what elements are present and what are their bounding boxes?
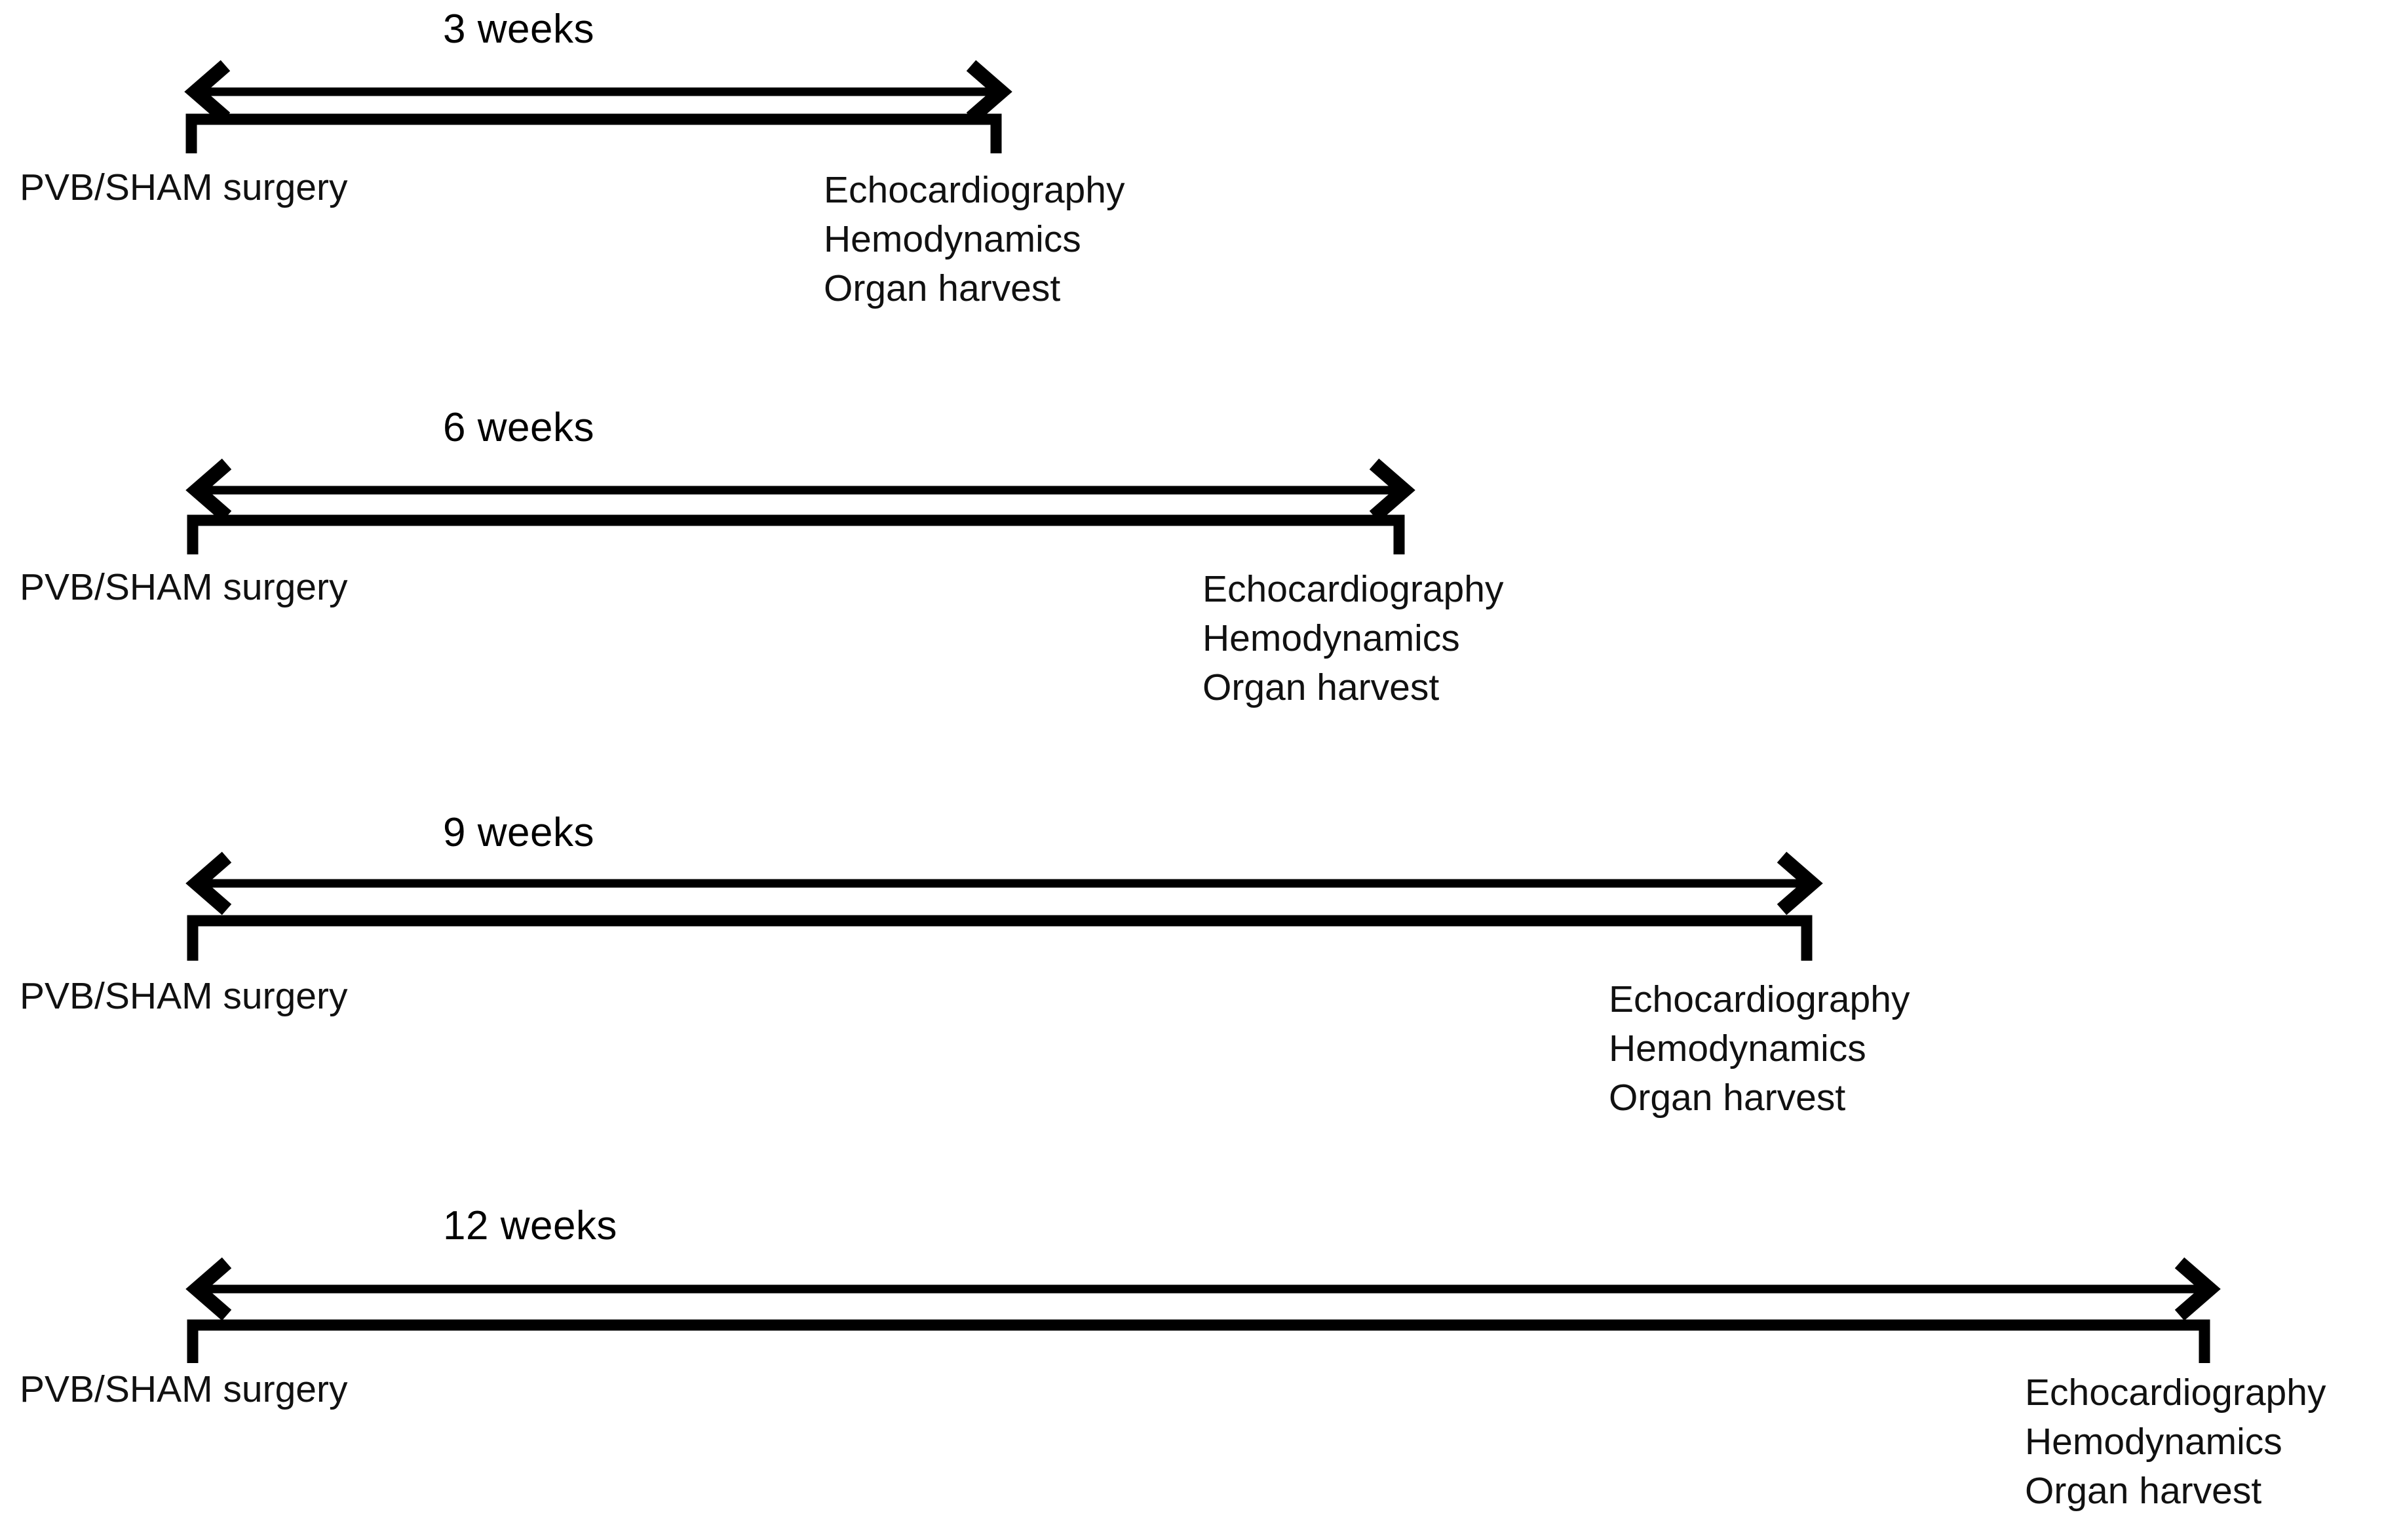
duration-label-4: 12 weeks: [443, 1203, 617, 1248]
endpoint-event-label: Hemodynamics: [824, 218, 1081, 260]
arrow-head-right-icon: [1777, 851, 1823, 915]
duration-label-1: 3 weeks: [443, 7, 594, 52]
start-event-label-2: PVB/SHAM surgery: [20, 566, 348, 608]
arrow-head-right-icon: [966, 60, 1012, 124]
duration-arrow-4: [185, 1257, 2221, 1321]
endpoint-event-label: Organ harvest: [1202, 666, 1440, 708]
endpoint-event-label: Echocardiography: [2025, 1372, 2326, 1414]
interval-bracket-4: [187, 1319, 2210, 1363]
endpoint-event-label: Organ harvest: [1609, 1077, 1846, 1119]
duration-label-3: 9 weeks: [443, 810, 594, 855]
arrow-head-right-icon: [1369, 458, 1415, 522]
duration-label-2: 6 weeks: [443, 405, 594, 450]
duration-arrow-1: [184, 60, 1012, 124]
endpoint-event-label: Hemodynamics: [1202, 617, 1460, 659]
endpoint-event-label: Echocardiography: [824, 169, 1125, 211]
arrow-head-right-icon: [2174, 1257, 2221, 1321]
endpoint-event-label: Organ harvest: [2025, 1470, 2262, 1512]
interval-bracket-1: [185, 113, 1002, 153]
endpoint-event-label: Hemodynamics: [1609, 1028, 1866, 1069]
start-event-label-4: PVB/SHAM surgery: [20, 1368, 348, 1410]
arrow-head-left-icon: [185, 1257, 232, 1321]
start-event-label-3: PVB/SHAM surgery: [20, 975, 348, 1017]
interval-bracket-2: [187, 514, 1405, 554]
duration-arrow-3: [185, 851, 1823, 915]
endpoint-event-label: Organ harvest: [824, 267, 1061, 309]
start-event-label-1: PVB/SHAM surgery: [20, 166, 348, 208]
arrow-head-left-icon: [185, 458, 232, 522]
endpoint-event-label: Hemodynamics: [2025, 1421, 2282, 1463]
arrow-head-left-icon: [184, 60, 231, 124]
interval-bracket-3: [187, 915, 1813, 961]
endpoint-event-label: Echocardiography: [1202, 568, 1504, 610]
endpoint-event-label: Echocardiography: [1609, 978, 1910, 1020]
duration-arrow-2: [185, 458, 1415, 522]
arrow-head-left-icon: [185, 851, 232, 915]
